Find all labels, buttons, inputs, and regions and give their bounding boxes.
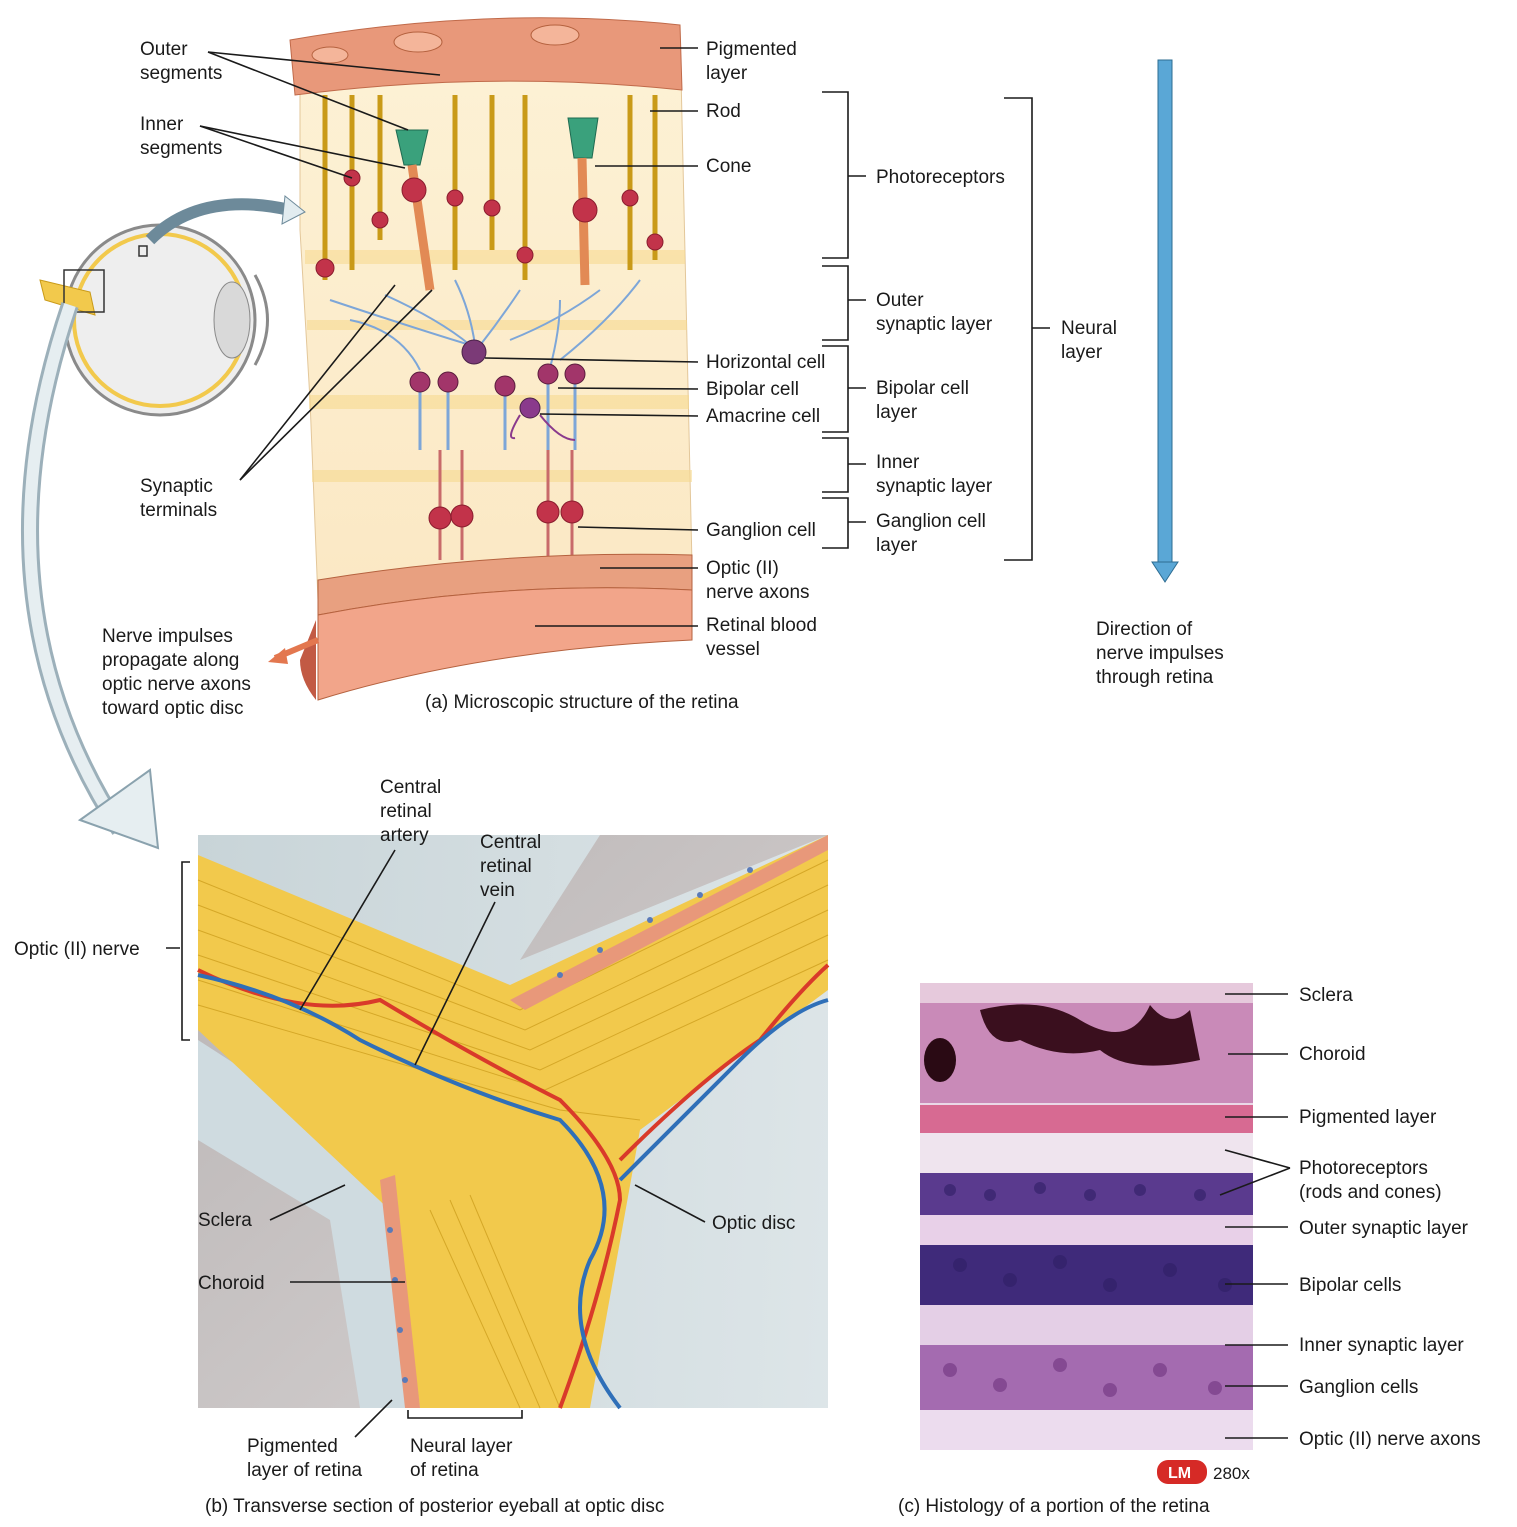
label-inner-synaptic-2: synaptic layer: [876, 476, 993, 497]
panel-a-illustration: [268, 18, 692, 700]
label-ganglion-layer-2: layer: [876, 535, 918, 556]
label-outer-synaptic-2: synaptic layer: [876, 314, 993, 335]
label-horizontal-cell: Horizontal cell: [706, 352, 825, 373]
label-ganglion-layer-1: Ganglion cell: [876, 511, 986, 532]
label-neural-retina-2: of retina: [410, 1460, 479, 1481]
label-outer-segments-2: segments: [140, 63, 222, 84]
label-direction-2: nerve impulses: [1096, 643, 1224, 664]
label-optic-axons-c: Optic (II) nerve axons: [1299, 1429, 1481, 1450]
label-sclera-b: Sclera: [198, 1210, 252, 1231]
label-optic-axons-1: Optic (II): [706, 558, 779, 579]
label-direction-3: through retina: [1096, 667, 1214, 688]
caption-b: (b) Transverse section of posterior eyeb…: [205, 1496, 664, 1517]
label-central-vein-2: retinal: [480, 856, 532, 877]
label-optic-axons-2: nerve axons: [706, 582, 810, 603]
label-rod: Rod: [706, 101, 741, 122]
label-outer-synaptic-1: Outer: [876, 290, 924, 311]
label-central-artery-1: Central: [380, 777, 441, 798]
direction-arrow: [1152, 60, 1178, 582]
label-outer-segments-1: Outer: [140, 39, 188, 60]
label-bipolar-layer-1: Bipolar cell: [876, 378, 969, 399]
label-choroid-b: Choroid: [198, 1273, 265, 1294]
label-pigmented-retina-1: Pigmented: [247, 1436, 338, 1457]
label-bipolar-layer-2: layer: [876, 402, 918, 423]
label-inner-segments-2: segments: [140, 138, 222, 159]
label-pigmented-c: Pigmented layer: [1299, 1107, 1437, 1128]
label-inner-synaptic-1: Inner: [876, 452, 920, 473]
label-outer-synaptic-c: Outer synaptic layer: [1299, 1218, 1469, 1239]
label-synaptic-terminals-2: terminals: [140, 500, 217, 521]
label-pigmented-layer-2: layer: [706, 63, 748, 84]
eyeball-overview: [30, 196, 305, 848]
label-inner-segments-1: Inner: [140, 114, 184, 135]
label-central-vein-1: Central: [480, 832, 541, 853]
label-nerve-impulses-4: toward optic disc: [102, 698, 244, 719]
caption-c: (c) Histology of a portion of the retina: [898, 1496, 1210, 1517]
label-bipolar-cell: Bipolar cell: [706, 379, 799, 400]
magnification: 280x: [1213, 1464, 1250, 1483]
label-inner-synaptic-c: Inner synaptic layer: [1299, 1335, 1464, 1356]
label-central-vein-3: vein: [480, 880, 515, 901]
label-choroid-c: Choroid: [1299, 1044, 1366, 1065]
label-amacrine-cell: Amacrine cell: [706, 406, 820, 427]
label-photoreceptors: Photoreceptors: [876, 167, 1005, 188]
label-sclera-c: Sclera: [1299, 985, 1353, 1006]
label-neural-layer-2: layer: [1061, 342, 1103, 363]
label-optic-nerve: Optic (II) nerve: [14, 939, 140, 960]
label-neural-layer-1: Neural: [1061, 318, 1117, 339]
label-direction-1: Direction of: [1096, 619, 1193, 640]
label-cone: Cone: [706, 156, 751, 177]
label-synaptic-terminals-1: Synaptic: [140, 476, 213, 497]
caption-a: (a) Microscopic structure of the retina: [425, 692, 739, 713]
label-pigmented-retina-2: layer of retina: [247, 1460, 363, 1481]
label-pigmented-layer-1: Pigmented: [706, 39, 797, 60]
label-retinal-vessel-2: vessel: [706, 639, 760, 660]
label-nerve-impulses-3: optic nerve axons: [102, 674, 251, 695]
label-nerve-impulses-1: Nerve impulses: [102, 626, 233, 647]
label-neural-retina-1: Neural layer: [410, 1436, 513, 1457]
label-ganglion-c: Ganglion cells: [1299, 1377, 1418, 1398]
label-central-artery-3: artery: [380, 825, 429, 846]
label-bipolar-c: Bipolar cells: [1299, 1275, 1401, 1296]
label-nerve-impulses-2: propagate along: [102, 650, 239, 671]
label-retinal-vessel-1: Retinal blood: [706, 615, 817, 636]
label-central-artery-2: retinal: [380, 801, 432, 822]
label-photoreceptors-c-2: (rods and cones): [1299, 1182, 1442, 1203]
label-optic-disc: Optic disc: [712, 1213, 795, 1234]
label-ganglion-cell: Ganglion cell: [706, 520, 816, 541]
panel-b-illustration: [198, 835, 828, 1408]
panel-c-micrograph: [920, 983, 1253, 1450]
lm-badge-text: LM: [1168, 1465, 1191, 1482]
label-photoreceptors-c-1: Photoreceptors: [1299, 1158, 1428, 1179]
